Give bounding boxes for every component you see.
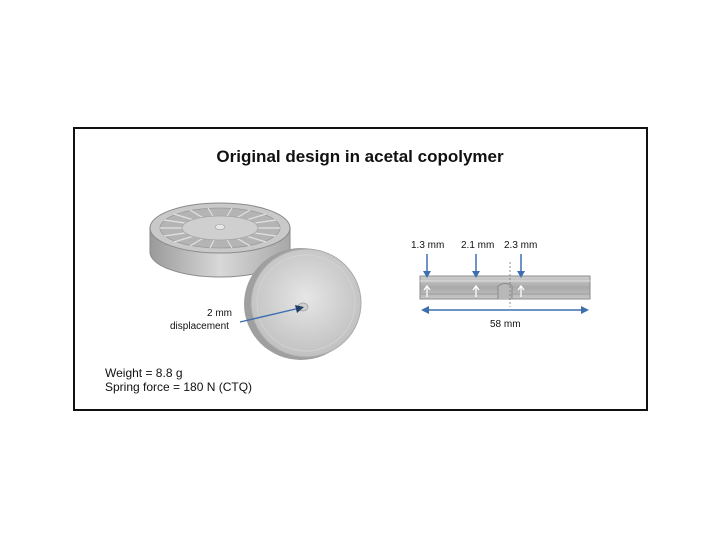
weight-text: Weight = 8.8 g <box>105 366 183 380</box>
cross-section <box>419 262 591 307</box>
displacement-value-label: 2 mm <box>207 308 232 319</box>
top-disk <box>149 202 291 278</box>
length-dimension <box>421 306 589 314</box>
dimension-arrows <box>423 254 525 278</box>
displacement-word-label: displacement <box>170 321 229 332</box>
design-stats: Weight = 8.8 g Spring force = 180 N (CTQ… <box>105 366 252 394</box>
dimension-label-1: 1.3 mm <box>411 240 445 251</box>
length-label: 58 mm <box>490 319 521 330</box>
dimension-label-2: 2.1 mm <box>461 240 495 251</box>
dimension-label-3: 2.3 mm <box>504 240 538 251</box>
bottom-disk <box>244 248 362 360</box>
figure-title: Original design in acetal copolymer <box>216 147 504 166</box>
displacement-arrow <box>239 305 304 323</box>
spring-force-text: Spring force = 180 N (CTQ) <box>105 380 253 394</box>
